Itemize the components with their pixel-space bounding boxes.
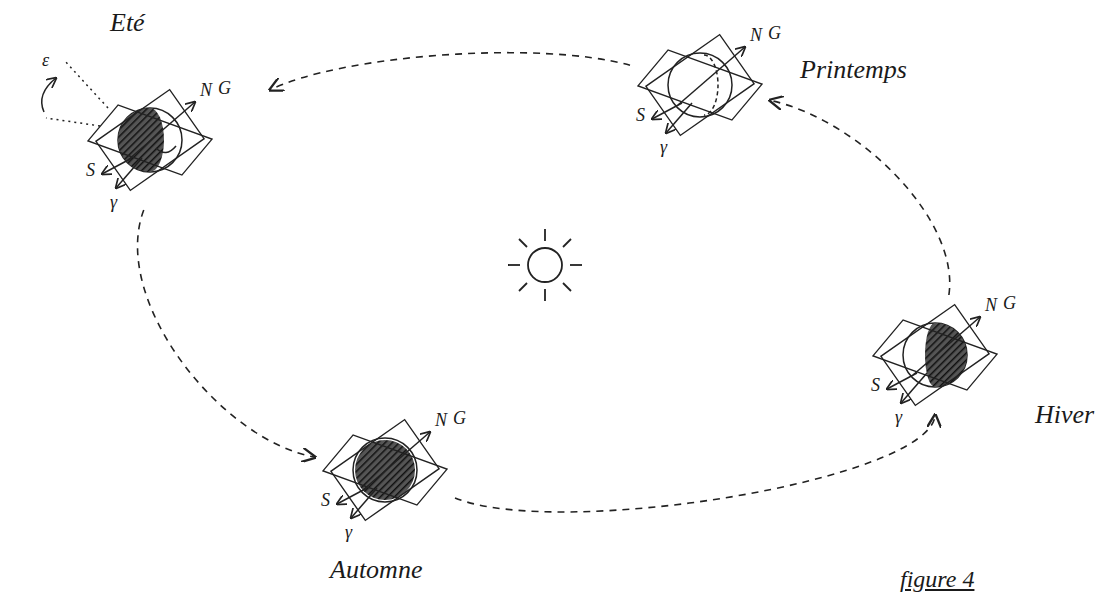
direction-label: S — [321, 490, 330, 510]
direction-label: S — [86, 160, 95, 180]
season-label: Printemps — [800, 55, 907, 85]
earth-globe — [323, 420, 447, 521]
season-label: Hiver — [1035, 400, 1094, 430]
earth-globe — [638, 35, 762, 136]
direction-label: N — [200, 80, 212, 100]
direction-label: N — [750, 25, 762, 45]
angle-label: ε — [42, 50, 49, 70]
direction-label: G — [768, 23, 781, 43]
direction-label: G — [453, 408, 466, 428]
direction-label: S — [636, 105, 645, 125]
orbit-arrow — [770, 100, 950, 295]
earth-globe — [88, 90, 212, 191]
globe-node: Printemps — [630, 30, 770, 140]
globe-node: Eté — [70, 70, 270, 210]
tilt-angle-mark — [42, 60, 108, 126]
direction-label: γ — [660, 137, 667, 157]
direction-label: γ — [110, 192, 117, 212]
figure-caption: figure 4 — [900, 565, 974, 593]
direction-label: S — [871, 375, 880, 395]
direction-label: N — [435, 410, 447, 430]
direction-label: G — [218, 78, 231, 98]
season-label: Automne — [330, 555, 422, 585]
direction-label: G — [1003, 293, 1016, 313]
direction-label: γ — [895, 407, 902, 427]
orbit-arrow — [455, 415, 935, 512]
orbit-arrow — [270, 53, 630, 90]
globe-node: Automne — [315, 415, 455, 525]
direction-label: γ — [345, 522, 352, 542]
season-label: Eté — [110, 8, 145, 38]
direction-label: N — [985, 295, 997, 315]
sun-symbol — [508, 229, 582, 301]
earth-globe — [873, 305, 997, 406]
orbit-arrow — [138, 210, 315, 457]
